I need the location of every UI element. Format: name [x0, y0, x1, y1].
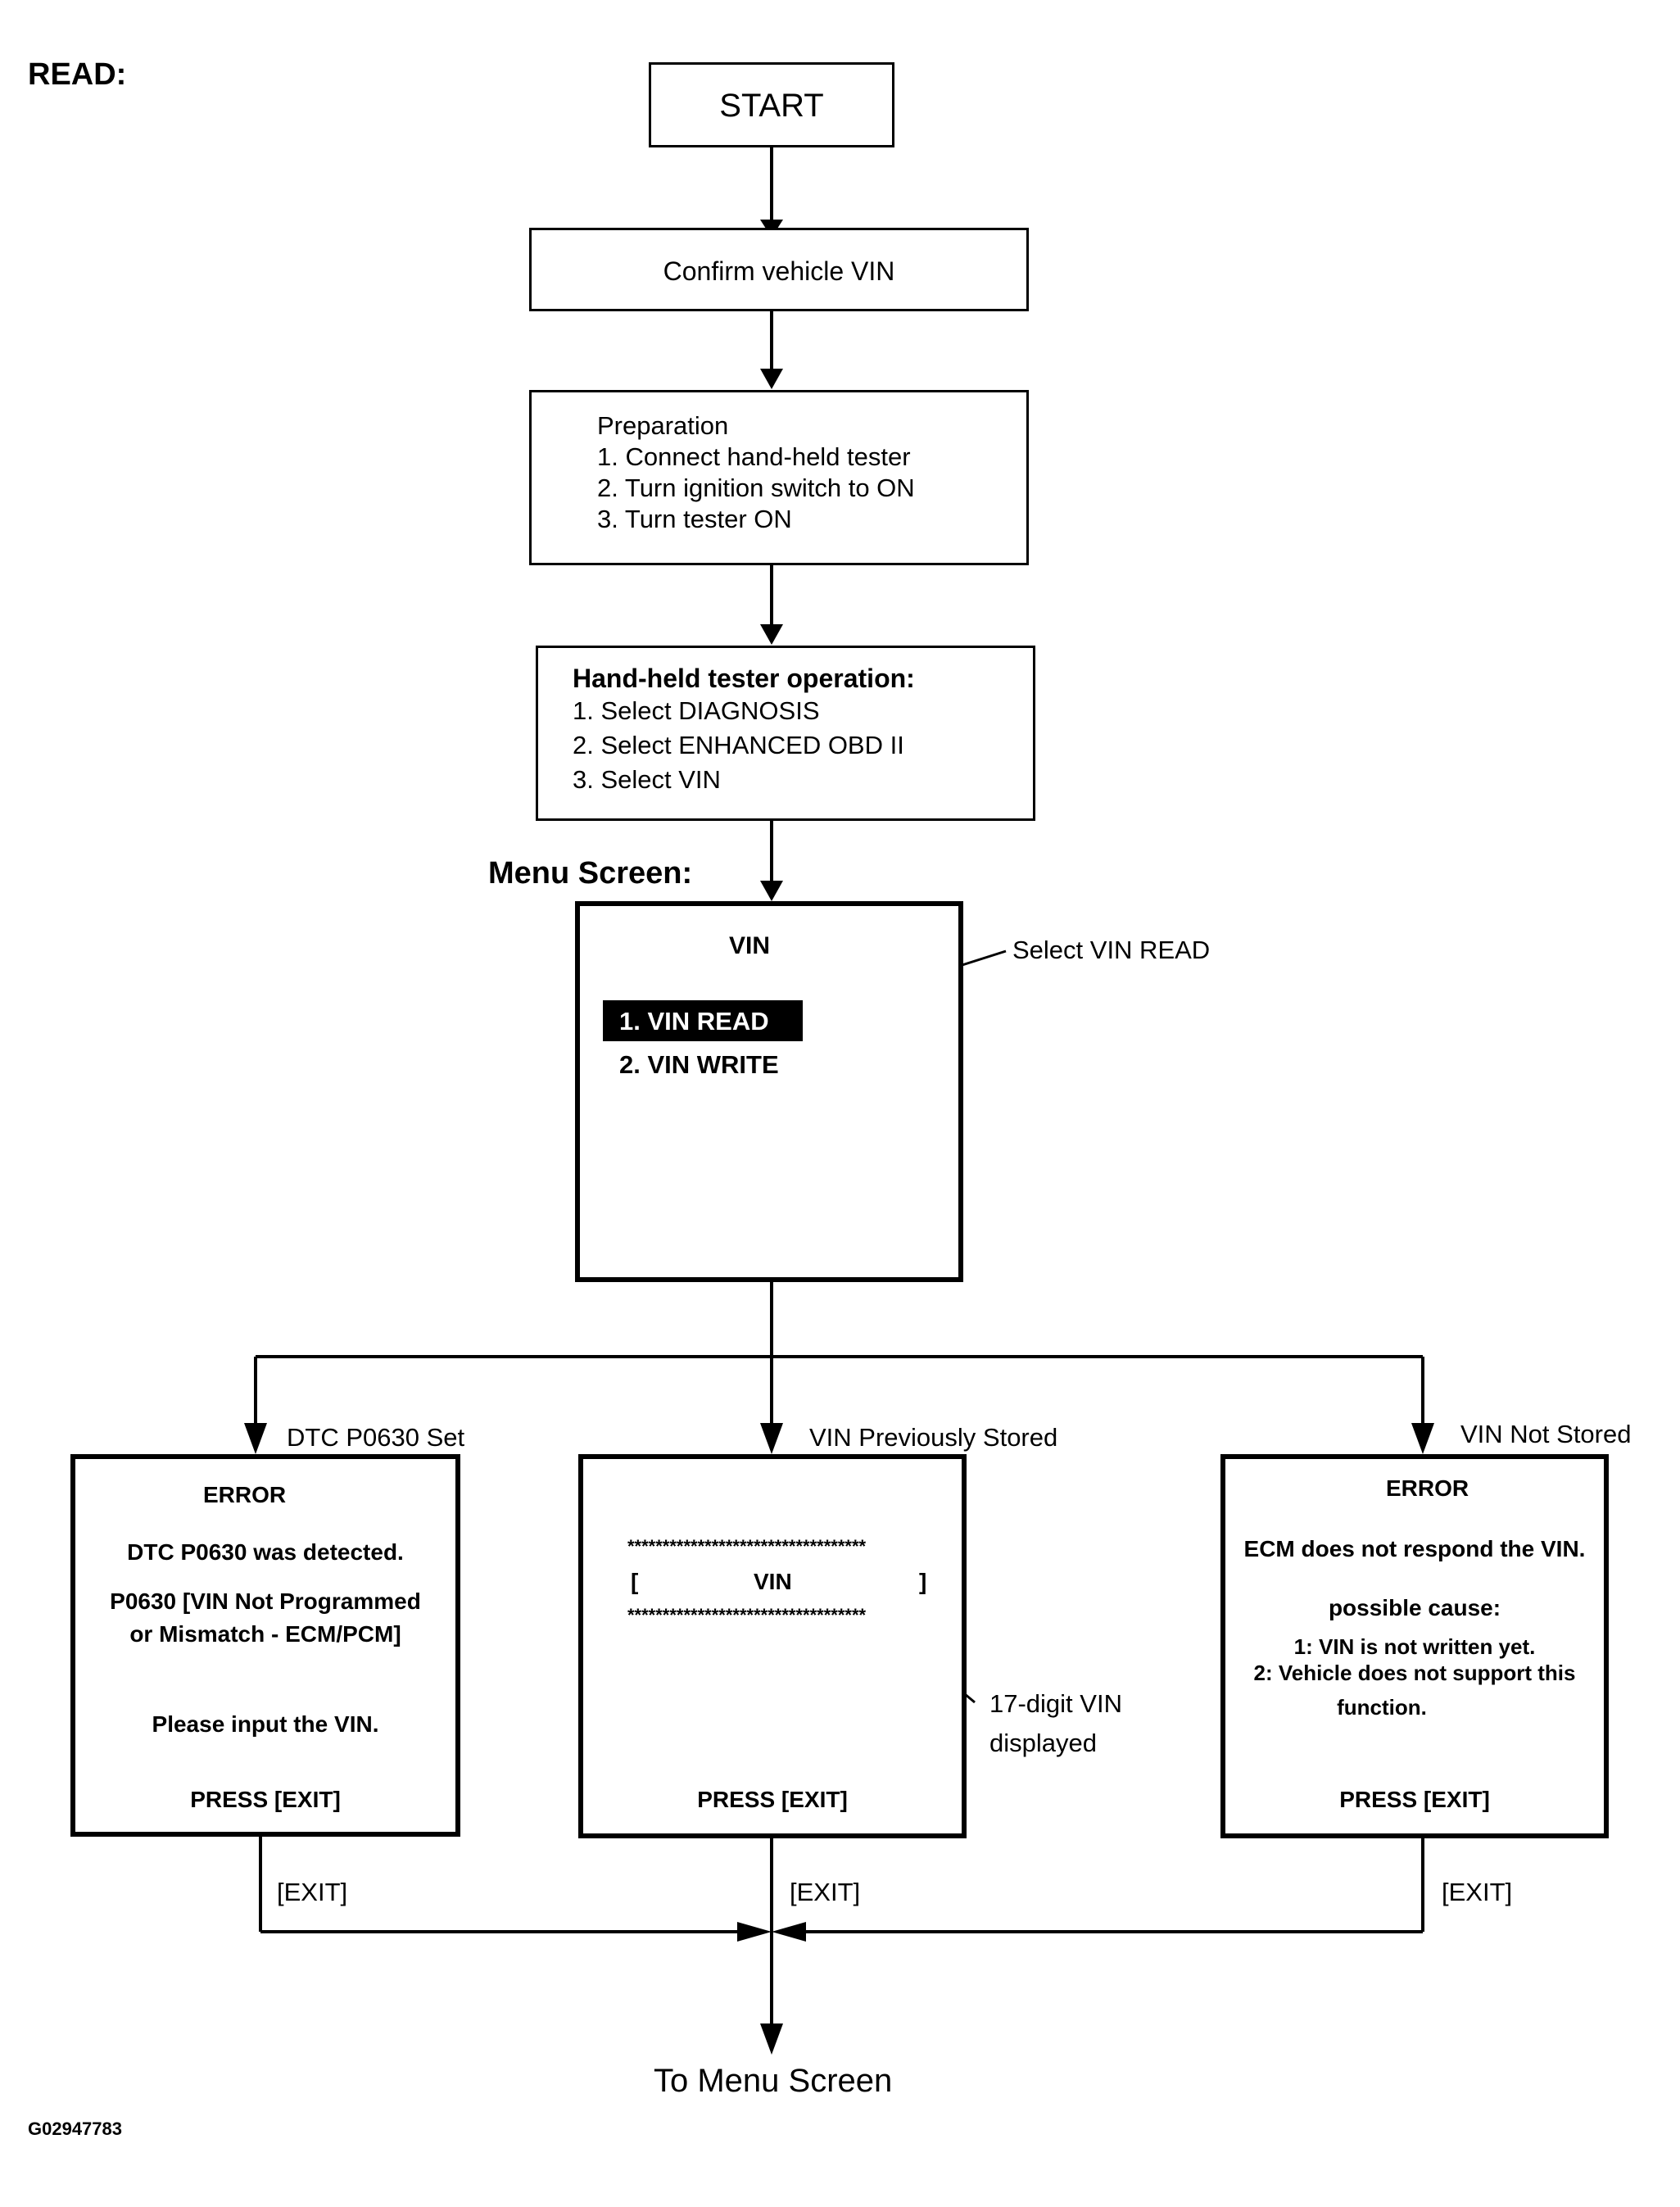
exit-label-right: [EXIT] — [1442, 1878, 1513, 1906]
mid-vin-value: VIN — [754, 1569, 792, 1594]
menu-item-vin-read[interactable]: 1. VIN READ — [603, 1000, 803, 1041]
end-label: To Menu Screen — [654, 2063, 893, 2099]
left-press-exit[interactable]: PRESS [EXIT] — [190, 1787, 341, 1812]
tester-operation-title: Hand-held tester operation: — [573, 664, 915, 693]
branch-mid-label: VIN Previously Stored — [809, 1423, 1058, 1452]
start-label: START — [719, 88, 824, 124]
mid-stars-top: ********************************** — [627, 1536, 867, 1557]
arrowhead-prep — [760, 369, 783, 389]
left-error-line1: DTC P0630 was detected. — [127, 1539, 404, 1565]
preparation-step-1: 1. Connect hand-held tester — [597, 442, 911, 471]
menu-screen: VIN 1. VIN READ 2. VIN WRITE — [575, 901, 963, 1282]
preparation-box: Preparation 1. Connect hand-held tester … — [529, 390, 1029, 565]
branch-left-label: DTC P0630 Set — [287, 1423, 465, 1452]
arrowhead-menu — [760, 881, 783, 901]
preparation-step-2: 2. Turn ignition switch to ON — [597, 474, 915, 502]
figure-id: G02947783 — [28, 2119, 122, 2139]
left-error-screen: ERROR DTC P0630 was detected. P0630 [VIN… — [70, 1454, 460, 1837]
tester-operation-step-1: 1. Select DIAGNOSIS — [573, 696, 820, 725]
confirm-vin-box: Confirm vehicle VIN — [529, 228, 1029, 311]
mid-vin-screen: ********************************** [ VIN… — [578, 1454, 967, 1838]
right-error-line4: 2: Vehicle does not support this — [1253, 1661, 1576, 1685]
right-error-screen: ERROR ECM does not respond the VIN. poss… — [1220, 1454, 1609, 1838]
preparation-title: Preparation — [597, 411, 729, 440]
mid-press-exit[interactable]: PRESS [EXIT] — [697, 1787, 848, 1812]
right-error-title: ERROR — [1386, 1475, 1469, 1501]
tester-operation-box: Hand-held tester operation: 1. Select DI… — [536, 646, 1035, 821]
start-box: START — [649, 62, 894, 147]
right-error-line2: possible cause: — [1328, 1595, 1501, 1620]
left-error-line3: or Mismatch - ECM/PCM] — [129, 1621, 401, 1647]
arrowhead-left-screen — [244, 1423, 267, 1454]
mid-stars-bottom: ********************************** — [627, 1605, 867, 1625]
right-press-exit[interactable]: PRESS [EXIT] — [1339, 1787, 1490, 1812]
tester-operation-step-2: 2. Select ENHANCED OBD II — [573, 731, 904, 759]
mid-bracket-open: [ — [631, 1569, 639, 1594]
exit-label-left: [EXIT] — [277, 1878, 348, 1906]
right-error-line3: 1: VIN is not written yet. — [1293, 1634, 1536, 1659]
arrowhead-merge-right — [772, 1922, 806, 1942]
arrowhead-to-menu — [760, 2023, 783, 2055]
left-error-line4: Please input the VIN. — [152, 1711, 379, 1737]
arrowhead-mid-screen — [760, 1423, 783, 1454]
right-error-line5: function. — [1337, 1695, 1427, 1720]
branch-right-label: VIN Not Stored — [1460, 1420, 1632, 1448]
left-error-title: ERROR — [203, 1482, 287, 1507]
vin-callout-line1: 17-digit VIN — [989, 1689, 1122, 1718]
exit-label-mid: [EXIT] — [790, 1878, 861, 1906]
confirm-vin-label: Confirm vehicle VIN — [663, 256, 895, 286]
right-error-line1: ECM does not respond the VIN. — [1243, 1536, 1586, 1561]
section-label: READ: — [28, 57, 127, 92]
mid-bracket-close: ] — [919, 1569, 927, 1594]
menu-item-vin-write[interactable]: 2. VIN WRITE — [619, 1050, 779, 1079]
arrowhead-right-screen — [1411, 1423, 1434, 1454]
menu-title: VIN — [729, 932, 771, 959]
menu-screen-label: Menu Screen: — [488, 856, 693, 891]
preparation-step-3: 3. Turn tester ON — [597, 505, 792, 533]
tester-operation-step-3: 3. Select VIN — [573, 765, 721, 794]
arrowhead-merge-left — [737, 1922, 772, 1942]
left-error-line2: P0630 [VIN Not Programmed — [110, 1588, 421, 1614]
menu-item-vin-read-label: 1. VIN READ — [619, 1007, 769, 1036]
vin-callout-line2: displayed — [989, 1729, 1097, 1757]
menu-callout-text: Select VIN READ — [1012, 936, 1211, 964]
arrowhead-tester — [760, 624, 783, 645]
